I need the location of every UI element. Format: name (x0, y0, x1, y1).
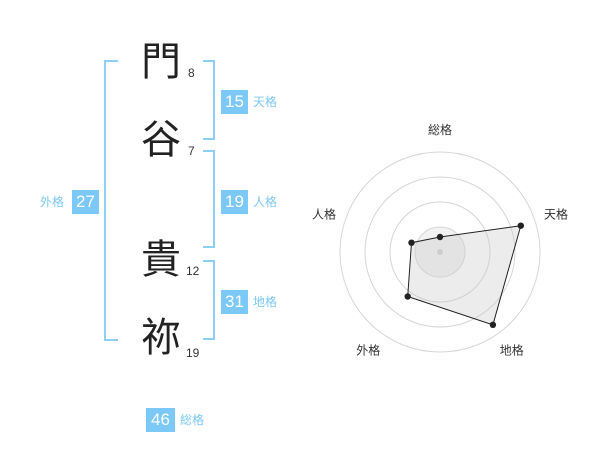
stroke-count-4: 19 (186, 346, 200, 360)
radar-point-4 (404, 293, 411, 300)
gaikaku-label: 外格 (40, 195, 65, 209)
radar-point-5 (408, 239, 415, 246)
tenkaku-badge: 15 (221, 90, 248, 114)
radar-point-3 (489, 321, 497, 328)
stroke-count-3: 12 (186, 264, 200, 278)
gaikaku-badge: 27 (72, 190, 99, 214)
name-char-2: 谷 (141, 117, 181, 163)
radar-axis-label-2: 天格 (544, 206, 568, 221)
radar-axis-label-3: 地格 (500, 343, 524, 358)
radar-ring-2 (389, 201, 491, 303)
jinkaku-label: 人格 (253, 195, 278, 209)
name-char-3: 貴 (141, 237, 181, 283)
chikaku-bracket (203, 260, 215, 340)
tenkaku-label: 天格 (253, 95, 278, 109)
radar-axis-label-4: 外格 (356, 343, 380, 358)
tenkaku-bracket (203, 60, 215, 140)
stroke-count-2: 7 (188, 144, 195, 158)
radar-axis-label-1: 総格 (428, 122, 452, 137)
gaikaku-bracket (104, 60, 118, 341)
jinkaku-bracket (203, 150, 215, 248)
name-char-4: 祢 (141, 315, 181, 361)
name-char-1: 門 (141, 39, 181, 85)
stroke-count-1: 8 (188, 66, 195, 80)
radar-point-1 (436, 233, 444, 241)
soukaku-label: 総格 (180, 413, 205, 427)
chikaku-label: 地格 (253, 295, 278, 309)
radar-point-2 (517, 222, 524, 229)
jinkaku-badge: 19 (221, 190, 248, 214)
radar-ring-3 (364, 176, 516, 328)
chikaku-badge: 31 (221, 290, 248, 314)
radar-center-dot (437, 249, 443, 255)
radar-ring-4 (339, 151, 541, 353)
radar-axis-label-5: 人格 (312, 206, 336, 221)
radar-series-polygon (407, 225, 522, 326)
radar-ring-1 (414, 226, 466, 278)
soukaku-badge: 46 (146, 408, 175, 432)
